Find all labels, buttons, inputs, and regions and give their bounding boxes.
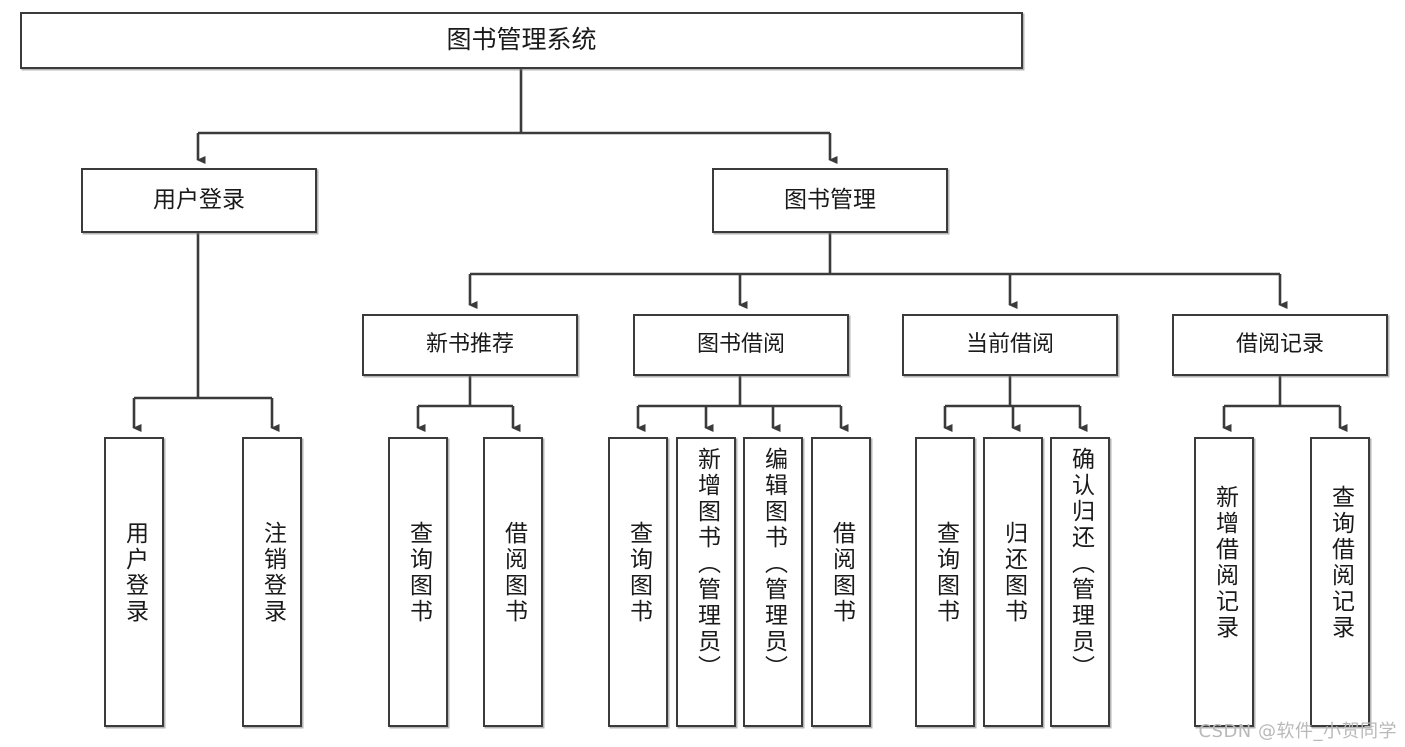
leaf-current-borrow-confirm-return-admin[interactable]: 确认归还（管理员） [1050, 437, 1110, 727]
node-book-management[interactable]: 图书管理 [712, 168, 948, 233]
node-label: 编辑图书（管理员） [760, 447, 787, 681]
node-label: 用户登录 [153, 187, 245, 214]
leaf-user-login-logout[interactable]: 注销登录 [242, 437, 302, 727]
leaf-current-borrow-return-book[interactable]: 归还图书 [983, 437, 1043, 727]
node-label: 归还图书 [1000, 521, 1027, 625]
node-label: 新增借阅记录 [1211, 485, 1238, 641]
node-label: 借阅记录 [1235, 332, 1324, 358]
node-label: 借阅图书 [500, 521, 527, 625]
node-label: 注销登录 [259, 521, 286, 625]
node-user-login[interactable]: 用户登录 [81, 168, 317, 233]
node-root-book-management-system[interactable]: 图书管理系统 [20, 12, 1023, 69]
node-label: 图书借阅 [696, 332, 785, 358]
node-new-book-recommend[interactable]: 新书推荐 [362, 314, 578, 376]
node-label: 查询图书 [625, 521, 652, 625]
leaf-book-borrow-borrow-book[interactable]: 借阅图书 [811, 437, 871, 727]
leaf-user-login-login[interactable]: 用户登录 [104, 437, 164, 727]
leaf-book-borrow-query-book[interactable]: 查询图书 [608, 437, 668, 727]
node-label: 查询借阅记录 [1327, 485, 1354, 641]
node-label: 当前借阅 [965, 332, 1054, 358]
node-label: 图书管理 [784, 187, 876, 214]
node-label: 新增图书（管理员） [693, 447, 720, 681]
leaf-current-borrow-query-book[interactable]: 查询图书 [915, 437, 975, 727]
node-label: 图书管理系统 [446, 25, 597, 55]
leaf-book-borrow-add-book-admin[interactable]: 新增图书（管理员） [676, 437, 736, 727]
node-label: 用户登录 [121, 521, 148, 625]
leaf-new-book-borrow-book[interactable]: 借阅图书 [483, 437, 543, 727]
watermark: CSDN @软件_小贺同学 [1198, 721, 1397, 742]
node-book-borrow[interactable]: 图书借阅 [633, 314, 849, 376]
leaf-new-book-query-book[interactable]: 查询图书 [388, 437, 448, 727]
node-label: 借阅图书 [828, 521, 855, 625]
leaf-borrow-record-add-record[interactable]: 新增借阅记录 [1194, 437, 1254, 727]
leaf-book-borrow-edit-book-admin[interactable]: 编辑图书（管理员） [743, 437, 803, 727]
node-label: 确认归还（管理员） [1067, 447, 1094, 681]
node-current-borrow[interactable]: 当前借阅 [902, 314, 1118, 376]
node-borrow-record[interactable]: 借阅记录 [1172, 314, 1388, 376]
leaf-borrow-record-query-record[interactable]: 查询借阅记录 [1310, 437, 1370, 727]
node-label: 新书推荐 [425, 332, 514, 358]
node-label: 查询图书 [932, 521, 959, 625]
node-label: 查询图书 [405, 521, 432, 625]
